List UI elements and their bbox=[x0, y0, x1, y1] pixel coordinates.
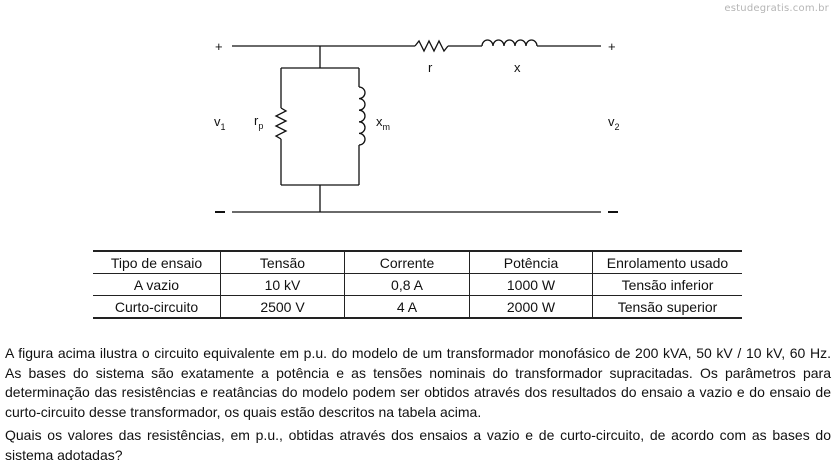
rp-label: rp bbox=[254, 113, 263, 131]
equivalent-circuit-diagram: + + r x v1 v2 rp xm bbox=[214, 39, 620, 213]
table-header-row: Tipo de ensaio Tensão Corrente Potência … bbox=[93, 250, 742, 274]
r-label: r bbox=[428, 60, 433, 75]
header-winding: Enrolamento usado bbox=[592, 250, 742, 274]
v2-label: v2 bbox=[608, 114, 620, 132]
minus-left-mark bbox=[215, 211, 225, 213]
header-voltage: Tensão bbox=[220, 250, 345, 274]
cell-current: 0,8 A bbox=[344, 273, 470, 296]
header-power: Potência bbox=[469, 250, 593, 274]
cell-test-type: A vazio bbox=[93, 273, 221, 296]
cell-test-type: Curto-circuito bbox=[93, 295, 221, 319]
cell-power: 2000 W bbox=[469, 295, 593, 319]
question-text: A figura acima ilustra o circuito equiva… bbox=[5, 344, 831, 466]
table-row: A vazio 10 kV 0,8 A 1000 W Tensão inferi… bbox=[93, 273, 742, 296]
test-results-table: Tipo de ensaio Tensão Corrente Potência … bbox=[93, 250, 742, 319]
cell-winding: Tensão superior bbox=[592, 295, 742, 319]
header-current: Corrente bbox=[344, 250, 470, 274]
watermark: estudegratis.com.br bbox=[724, 3, 829, 14]
x-label: x bbox=[514, 60, 521, 75]
cell-winding: Tensão inferior bbox=[592, 273, 742, 296]
cell-voltage: 10 kV bbox=[220, 273, 345, 296]
cell-power: 1000 W bbox=[469, 273, 593, 296]
v1-label: v1 bbox=[214, 114, 226, 132]
header-test-type: Tipo de ensaio bbox=[93, 250, 221, 274]
statement-paragraph: A figura acima ilustra o circuito equiva… bbox=[5, 345, 831, 420]
question-paragraph: Quais os valores das resistências, em p.… bbox=[5, 427, 831, 463]
shunt-inductor-xm bbox=[358, 86, 366, 146]
shunt-resistor-rp bbox=[274, 107, 288, 140]
plus-right-label: + bbox=[608, 39, 616, 54]
series-inductor-x bbox=[481, 39, 538, 47]
xm-label: xm bbox=[376, 114, 390, 132]
minus-right-mark bbox=[608, 211, 618, 213]
cell-voltage: 2500 V bbox=[220, 295, 345, 319]
plus-left-label: + bbox=[215, 39, 223, 54]
cell-current: 4 A bbox=[344, 295, 470, 319]
series-resistor-r bbox=[414, 39, 449, 53]
table-row: Curto-circuito 2500 V 4 A 2000 W Tensão … bbox=[93, 295, 742, 319]
